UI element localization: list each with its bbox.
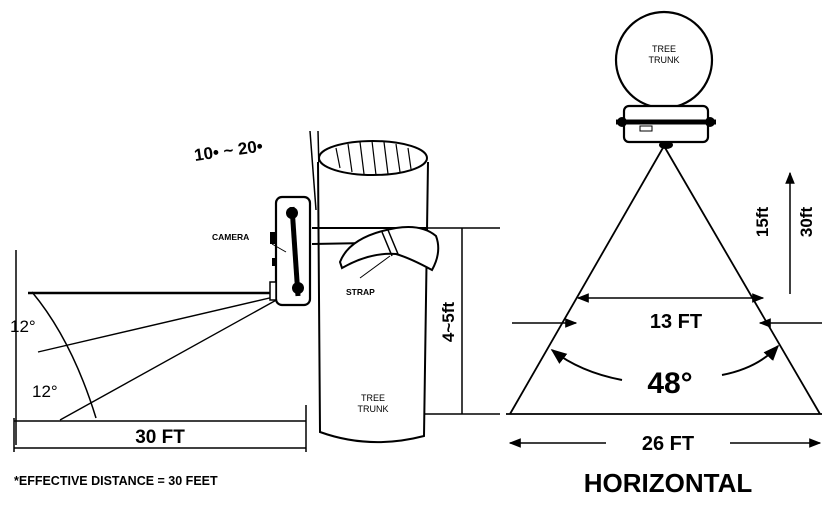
- fov-right-edge: [663, 145, 821, 415]
- side-trunk-label-line2: TRUNK: [358, 404, 389, 414]
- near-distance-label: 15ft: [753, 207, 772, 238]
- side-camera: CAMERA: [212, 195, 312, 307]
- strap: STRAP: [311, 226, 440, 297]
- angle-arc: [31, 291, 97, 419]
- far-distance-label: 30ft: [797, 207, 816, 238]
- top-view: TREE TRUNK 13 FT 48° 26 FT 15ft 3: [506, 10, 822, 498]
- lower-ray-line: [59, 297, 281, 421]
- lower-angle-label: 12°: [32, 382, 58, 401]
- tilt-angle-label: 10• ~ 20•: [193, 137, 264, 165]
- upper-angle-label: 12°: [10, 317, 36, 336]
- fov-arc-right: [721, 344, 780, 376]
- tilt-reference-line-1: [309, 130, 317, 211]
- horizontal-title: HORIZONTAL: [584, 468, 753, 498]
- distance-label: 30 FT: [135, 427, 185, 448]
- strap-label: STRAP: [346, 287, 375, 297]
- effective-distance-footnote: *EFFECTIVE DISTANCE = 30 FEET: [14, 474, 218, 488]
- fov-angle-label: 48°: [647, 367, 692, 400]
- side-view: 12° 12° 30 FT 10• ~ 20• TREE TRU: [10, 130, 500, 452]
- side-trunk-label-line1: TREE: [361, 393, 385, 403]
- mount-height-label: 4~5ft: [439, 302, 458, 342]
- fov-left-edge: [509, 145, 665, 415]
- upper-ray-line: [37, 295, 279, 353]
- far-width-label: 26 FT: [642, 433, 694, 455]
- camera-label: CAMERA: [212, 232, 249, 242]
- fov-arc-left: [550, 349, 623, 381]
- near-width-label: 13 FT: [650, 311, 702, 333]
- top-trunk-label-line1: TREE: [652, 44, 676, 54]
- top-trunk-label-line2: TRUNK: [649, 55, 680, 65]
- top-camera: [616, 104, 716, 149]
